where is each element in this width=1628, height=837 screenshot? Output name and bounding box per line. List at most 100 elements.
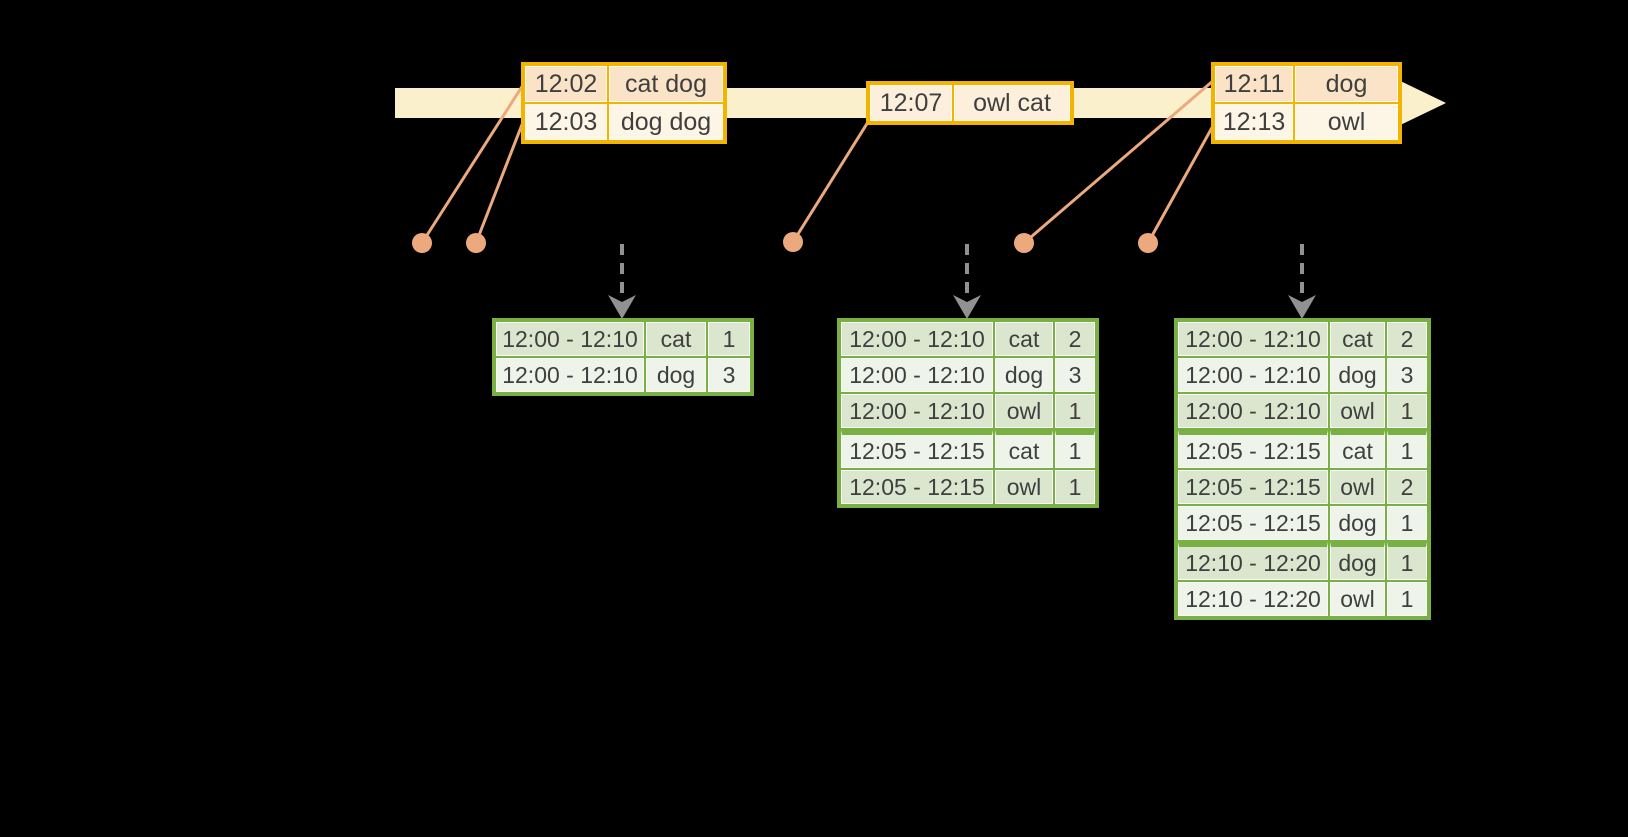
arrowhead-icon <box>1288 295 1316 319</box>
event-time-cell: 12:11 <box>1215 66 1293 102</box>
word-cell: dog <box>1330 542 1385 580</box>
count-cell: 2 <box>1387 470 1427 504</box>
count-cell: 1 <box>1387 506 1427 540</box>
window-cell: 12:05 - 12:15 <box>1178 430 1328 468</box>
event-words-cell: owl <box>1295 104 1398 140</box>
word-cell: owl <box>995 470 1053 504</box>
connector-line <box>791 121 870 243</box>
window-cell: 12:00 - 12:10 <box>841 322 993 356</box>
window-cell: 12:00 - 12:10 <box>841 394 993 428</box>
window-cell: 12:05 - 12:15 <box>841 430 993 468</box>
word-cell: owl <box>1330 582 1385 616</box>
word-cell: owl <box>1330 470 1385 504</box>
count-cell: 1 <box>1387 582 1427 616</box>
word-cell: cat <box>646 322 706 356</box>
word-cell: cat <box>995 430 1053 468</box>
event-words-cell: dog dog <box>609 104 723 140</box>
window-cell: 12:10 - 12:20 <box>1178 542 1328 580</box>
event-words-cell: cat dog <box>609 66 723 102</box>
event-dot <box>783 232 803 252</box>
window-cell: 12:05 - 12:15 <box>1178 470 1328 504</box>
event-dot <box>1014 233 1034 253</box>
count-cell: 3 <box>708 358 750 392</box>
count-cell: 1 <box>1387 394 1427 428</box>
event-time-cell: 12:02 <box>525 66 607 102</box>
connector-line <box>420 84 525 244</box>
count-cell: 3 <box>1055 358 1095 392</box>
window-cell: 12:00 - 12:10 <box>496 322 644 356</box>
trigger-arrow <box>1288 244 1316 319</box>
window-cell: 12:05 - 12:15 <box>841 470 993 504</box>
arrowhead-icon <box>953 295 981 319</box>
event-time-cell: 12:03 <box>525 104 607 140</box>
event-words-cell: owl cat <box>954 85 1070 121</box>
window-cell: 12:10 - 12:20 <box>1178 582 1328 616</box>
connector-line <box>474 121 525 244</box>
window-cell: 12:00 - 12:10 <box>841 358 993 392</box>
connector-line <box>1023 78 1215 245</box>
word-cell: dog <box>1330 358 1385 392</box>
count-cell: 1 <box>1055 430 1095 468</box>
count-cell: 1 <box>1055 394 1095 428</box>
event-connectors <box>420 78 1216 245</box>
trigger-arrow <box>608 244 636 319</box>
connector-line <box>1146 123 1216 244</box>
count-cell: 2 <box>1055 322 1095 356</box>
event-words-cell: dog <box>1295 66 1398 102</box>
count-cell: 2 <box>1387 322 1427 356</box>
event-dots <box>412 232 1158 253</box>
word-cell: owl <box>995 394 1053 428</box>
word-cell: cat <box>995 322 1053 356</box>
window-cell: 12:00 - 12:10 <box>1178 358 1328 392</box>
event-time-cell: 12:13 <box>1215 104 1293 140</box>
event-time-cell: 12:07 <box>870 85 952 121</box>
event-dot <box>1138 233 1158 253</box>
window-cell: 12:05 - 12:15 <box>1178 506 1328 540</box>
word-cell: cat <box>1330 430 1385 468</box>
count-cell: 1 <box>1387 430 1427 468</box>
trigger-arrow <box>953 244 981 319</box>
count-cell: 3 <box>1387 358 1427 392</box>
word-cell: dog <box>995 358 1053 392</box>
event-dot <box>466 233 486 253</box>
event-dot <box>412 233 432 253</box>
word-cell: cat <box>1330 322 1385 356</box>
word-cell: owl <box>1330 394 1385 428</box>
word-cell: dog <box>1330 506 1385 540</box>
trigger-arrows <box>608 244 1316 319</box>
window-cell: 12:00 - 12:10 <box>1178 322 1328 356</box>
count-cell: 1 <box>708 322 750 356</box>
window-cell: 12:00 - 12:10 <box>1178 394 1328 428</box>
window-cell: 12:00 - 12:10 <box>496 358 644 392</box>
arrowhead-icon <box>608 295 636 319</box>
count-cell: 1 <box>1387 542 1427 580</box>
count-cell: 1 <box>1055 470 1095 504</box>
word-cell: dog <box>646 358 706 392</box>
